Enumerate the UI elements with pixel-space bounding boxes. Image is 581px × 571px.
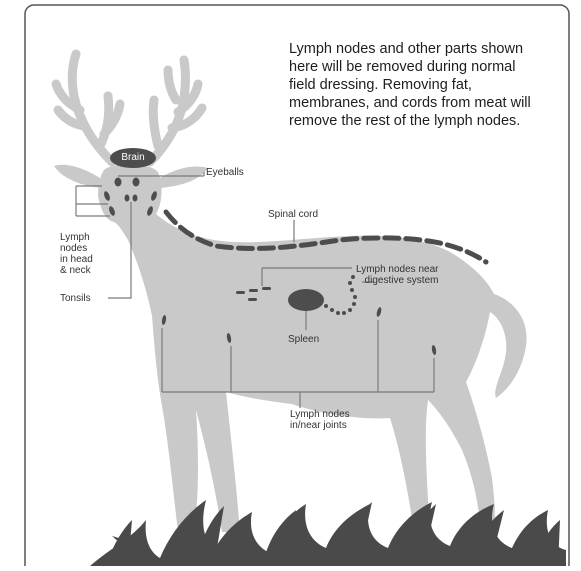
lymph-digestive-label: Lymph nodes near digestive system bbox=[356, 264, 438, 286]
spleen-label: Spleen bbox=[288, 334, 319, 345]
spleen-shape bbox=[288, 289, 324, 311]
tonsils-label: Tonsils bbox=[60, 293, 91, 304]
spinal-cord-label: Spinal cord bbox=[268, 209, 318, 220]
eyeballs-label: Eyeballs bbox=[206, 167, 244, 178]
brain-label: Brain bbox=[110, 152, 156, 163]
description-text: Lymph nodes and other parts shown here w… bbox=[289, 40, 539, 130]
lymph-head-neck-label: Lymph nodes in head & neck bbox=[60, 232, 93, 276]
lymph-joints-label: Lymph nodes in/near joints bbox=[290, 409, 350, 431]
